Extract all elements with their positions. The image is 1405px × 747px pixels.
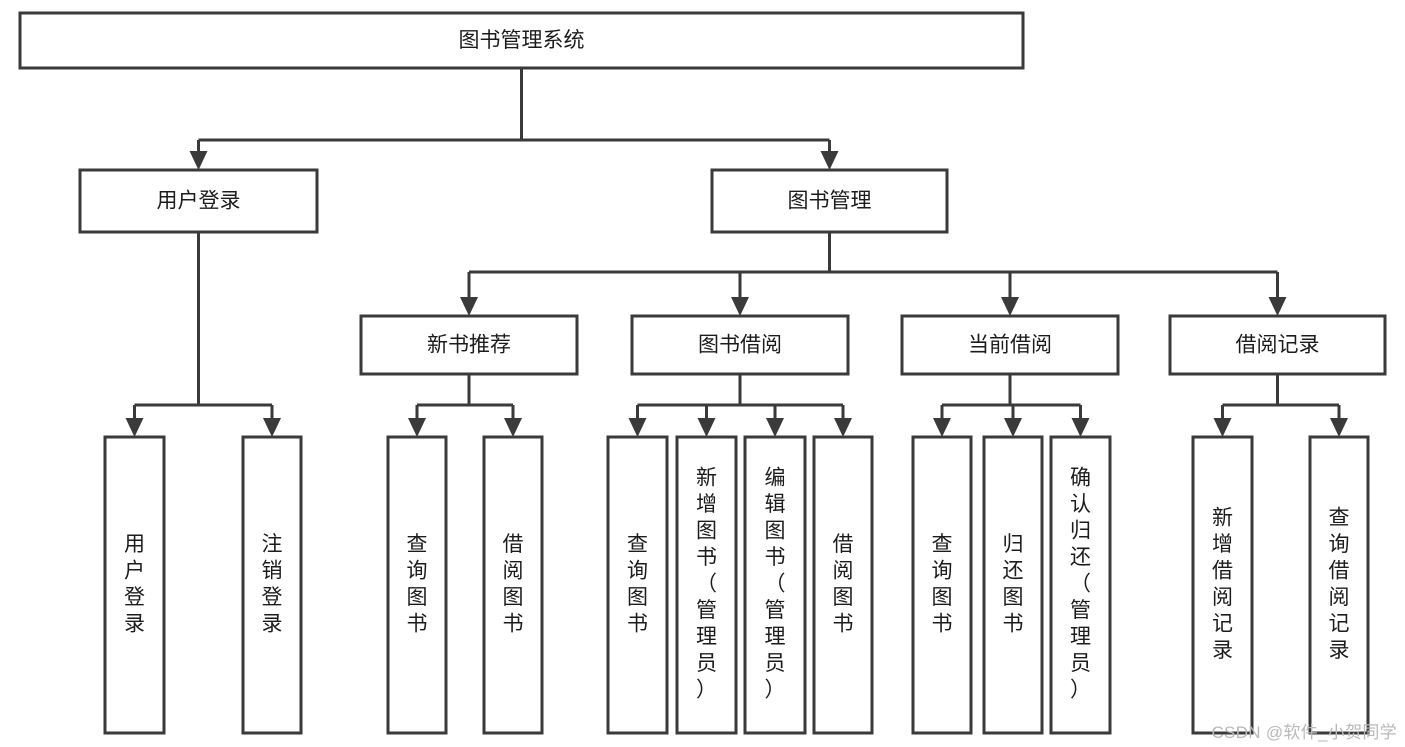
node-leaf-borrow-book-1[interactable]: 借阅图书	[482, 435, 544, 735]
node-label-leaf-user-login: 用户登录	[124, 533, 145, 636]
node-box-new-book-rec[interactable]	[359, 314, 579, 376]
node-box-leaf-query-book-1[interactable]	[386, 435, 448, 735]
connector-group-current-borrow	[933, 374, 1090, 437]
node-box-leaf-confirm-return[interactable]	[1049, 435, 1112, 735]
node-leaf-confirm-return[interactable]: 确认归还（管理员）	[1049, 435, 1112, 735]
node-box-leaf-query-record[interactable]	[1308, 435, 1370, 735]
node-box-leaf-edit-book[interactable]	[743, 435, 807, 735]
node-leaf-query-book-2[interactable]: 查询图书	[606, 435, 669, 735]
node-label-leaf-query-book-1: 查询图书	[407, 533, 428, 636]
node-label-leaf-return-book: 归还图书	[1003, 533, 1024, 636]
node-label-leaf-logout: 注销登录	[262, 533, 283, 636]
node-box-leaf-borrow-book-1[interactable]	[482, 435, 544, 735]
node-box-leaf-user-login[interactable]	[103, 435, 166, 735]
node-user-login[interactable]: 用户登录	[78, 168, 319, 234]
node-book-manage[interactable]: 图书管理	[710, 168, 949, 234]
node-box-book-borrow[interactable]	[630, 314, 850, 376]
node-label-user-login: 用户登录	[157, 190, 241, 213]
node-label-book-manage: 图书管理	[788, 190, 872, 213]
node-book-borrow[interactable]: 图书借阅	[630, 314, 850, 376]
watermark-label: CSDN @软件_小贺同学	[1211, 723, 1397, 742]
connector-group-user-login	[125, 232, 281, 437]
node-leaf-borrow-book-2[interactable]: 借阅图书	[812, 435, 874, 735]
node-leaf-edit-book[interactable]: 编辑图书（管理员）	[743, 435, 807, 735]
node-leaf-logout[interactable]: 注销登录	[241, 435, 303, 735]
node-label-borrow-record: 借阅记录	[1236, 334, 1320, 357]
connectors-layer	[125, 68, 1348, 437]
node-label-leaf-edit-book: 编辑图书（管理员）	[765, 467, 786, 702]
node-box-user-login[interactable]	[78, 168, 319, 234]
node-leaf-user-login[interactable]: 用户登录	[103, 435, 166, 735]
node-box-leaf-logout[interactable]	[241, 435, 303, 735]
node-leaf-query-book-1[interactable]: 查询图书	[386, 435, 448, 735]
node-root[interactable]: 图书管理系统	[18, 11, 1025, 70]
node-borrow-record[interactable]: 借阅记录	[1168, 314, 1387, 376]
connector-group-root	[189, 68, 839, 170]
node-box-leaf-add-record[interactable]	[1191, 435, 1254, 735]
nodes-layer: 图书管理系统用户登录图书管理新书推荐图书借阅当前借阅借阅记录用户登录注销登录查询…	[18, 11, 1387, 735]
node-box-leaf-add-book[interactable]	[675, 435, 738, 735]
node-label-root: 图书管理系统	[459, 29, 585, 52]
node-label-current-borrow: 当前借阅	[968, 334, 1052, 357]
node-leaf-add-book[interactable]: 新增图书（管理员）	[675, 435, 738, 735]
connector-group-book-manage	[460, 232, 1287, 316]
node-label-leaf-add-record: 新增借阅记录	[1212, 506, 1233, 662]
node-label-leaf-borrow-book-2: 借阅图书	[833, 533, 854, 636]
node-box-book-manage[interactable]	[710, 168, 949, 234]
node-leaf-query-record[interactable]: 查询借阅记录	[1308, 435, 1370, 735]
node-leaf-return-book[interactable]: 归还图书	[982, 435, 1044, 735]
node-box-leaf-return-book[interactable]	[982, 435, 1044, 735]
node-box-borrow-record[interactable]	[1168, 314, 1387, 376]
node-box-current-borrow[interactable]	[900, 314, 1120, 376]
node-label-leaf-borrow-book-1: 借阅图书	[503, 533, 524, 636]
node-new-book-rec[interactable]: 新书推荐	[359, 314, 579, 376]
node-box-root[interactable]	[18, 11, 1025, 70]
node-label-leaf-confirm-return: 确认归还（管理员）	[1070, 467, 1091, 702]
node-label-leaf-query-record: 查询借阅记录	[1329, 506, 1350, 662]
connector-group-borrow-record	[1213, 374, 1348, 437]
node-label-leaf-query-book-2: 查询图书	[627, 533, 648, 636]
node-leaf-add-record[interactable]: 新增借阅记录	[1191, 435, 1254, 735]
node-current-borrow[interactable]: 当前借阅	[900, 314, 1120, 376]
connector-group-book-borrow	[628, 374, 852, 437]
node-label-book-borrow: 图书借阅	[698, 334, 782, 357]
node-leaf-query-book-3[interactable]: 查询图书	[911, 435, 973, 735]
node-box-leaf-query-book-3[interactable]	[911, 435, 973, 735]
node-label-leaf-add-book: 新增图书（管理员）	[696, 467, 717, 702]
node-box-leaf-borrow-book-2[interactable]	[812, 435, 874, 735]
node-box-leaf-query-book-2[interactable]	[606, 435, 669, 735]
connector-group-new-book-rec	[408, 374, 522, 437]
node-label-new-book-rec: 新书推荐	[427, 334, 511, 357]
node-label-leaf-query-book-3: 查询图书	[932, 533, 953, 636]
